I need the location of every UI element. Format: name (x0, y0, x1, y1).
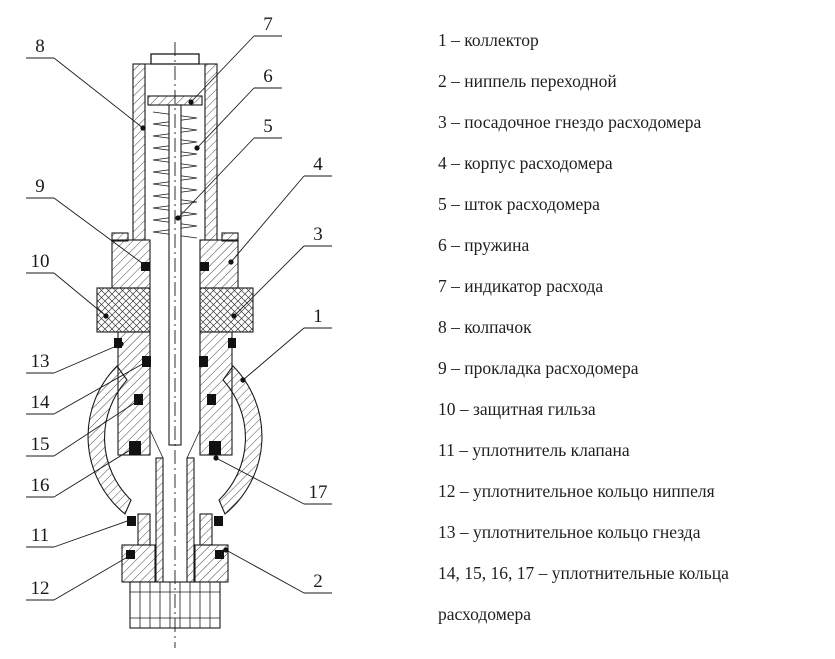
parts-legend: 1 – коллектор 2 – ниппель переходной 3 –… (438, 20, 820, 635)
callout-16: 16 (26, 444, 138, 498)
seal-12b (215, 550, 224, 559)
seal-14b (199, 356, 208, 367)
legend-item: 9 – прокладка расходомера (438, 358, 639, 378)
callout-14: 14 (26, 359, 149, 415)
svg-text:2: 2 (313, 571, 323, 592)
seal-13b (228, 338, 236, 348)
callout-9: 9 (26, 176, 149, 269)
svg-text:15: 15 (31, 434, 50, 455)
svg-text:3: 3 (313, 224, 323, 245)
legend-item: 1 – коллектор (438, 30, 539, 50)
callout-7: 7 (188, 14, 282, 105)
legend-item: 4 – корпус расходомера (438, 153, 613, 173)
legend-item: 8 – колпачок (438, 317, 532, 337)
seal-9b (200, 262, 209, 271)
legend-item: 7 – индикатор расхода (438, 276, 604, 296)
svg-text:14: 14 (31, 392, 51, 413)
svg-text:9: 9 (35, 176, 45, 197)
svg-text:11: 11 (31, 525, 49, 546)
svg-text:12: 12 (31, 578, 50, 599)
svg-text:1: 1 (313, 306, 323, 327)
callout-11: 11 (26, 517, 133, 548)
callout-13: 13 (26, 341, 124, 374)
legend-item: 6 – пружина (438, 235, 530, 255)
callout-6: 6 (194, 66, 282, 151)
callout-1: 1 (240, 306, 332, 383)
svg-text:6: 6 (263, 66, 273, 87)
callout-3: 3 (231, 224, 332, 319)
callout-10: 10 (26, 251, 109, 319)
legend-item: 10 – защитная гильза (438, 399, 596, 419)
legend-item: 12 – уплотнительное кольцо ниппеля (438, 481, 715, 501)
seal-13 (114, 338, 122, 348)
legend-item: 2 – ниппель переходной (438, 71, 617, 91)
legend-item: 5 – шток расходомера (438, 194, 600, 214)
protective-sleeve (96, 287, 254, 333)
callout-4: 4 (228, 154, 332, 265)
technical-drawing: 8 9 10 13 (0, 0, 360, 659)
legend-item: 14, 15, 16, 17 – уплотнительные кольца р… (438, 563, 729, 624)
svg-text:4: 4 (313, 154, 323, 175)
callout-8: 8 (26, 36, 146, 131)
seal-15b (207, 394, 216, 405)
svg-text:13: 13 (31, 351, 50, 372)
seal-11b (214, 516, 223, 526)
svg-text:5: 5 (263, 116, 273, 137)
seal-17 (209, 441, 221, 455)
flowmeter-cross-section: 8 9 10 13 (26, 14, 332, 648)
collector-body (87, 365, 263, 515)
svg-text:7: 7 (263, 14, 273, 35)
legend-item: 13 – уплотнительное кольцо гнезда (438, 522, 701, 542)
callout-5: 5 (175, 116, 282, 221)
svg-text:10: 10 (31, 251, 50, 272)
callout-2: 2 (223, 547, 332, 594)
svg-text:17: 17 (309, 482, 328, 503)
callout-12: 12 (26, 552, 134, 601)
callouts: 8 9 10 13 (26, 14, 332, 601)
svg-text:16: 16 (31, 475, 50, 496)
callout-15: 15 (26, 397, 142, 457)
cap (132, 53, 218, 241)
callout-17: 17 (213, 455, 332, 505)
legend-item: 11 – уплотнитель клапана (438, 440, 630, 460)
legend-item: 3 – посадочное гнездо расходомера (438, 112, 702, 132)
svg-text:8: 8 (35, 36, 45, 57)
